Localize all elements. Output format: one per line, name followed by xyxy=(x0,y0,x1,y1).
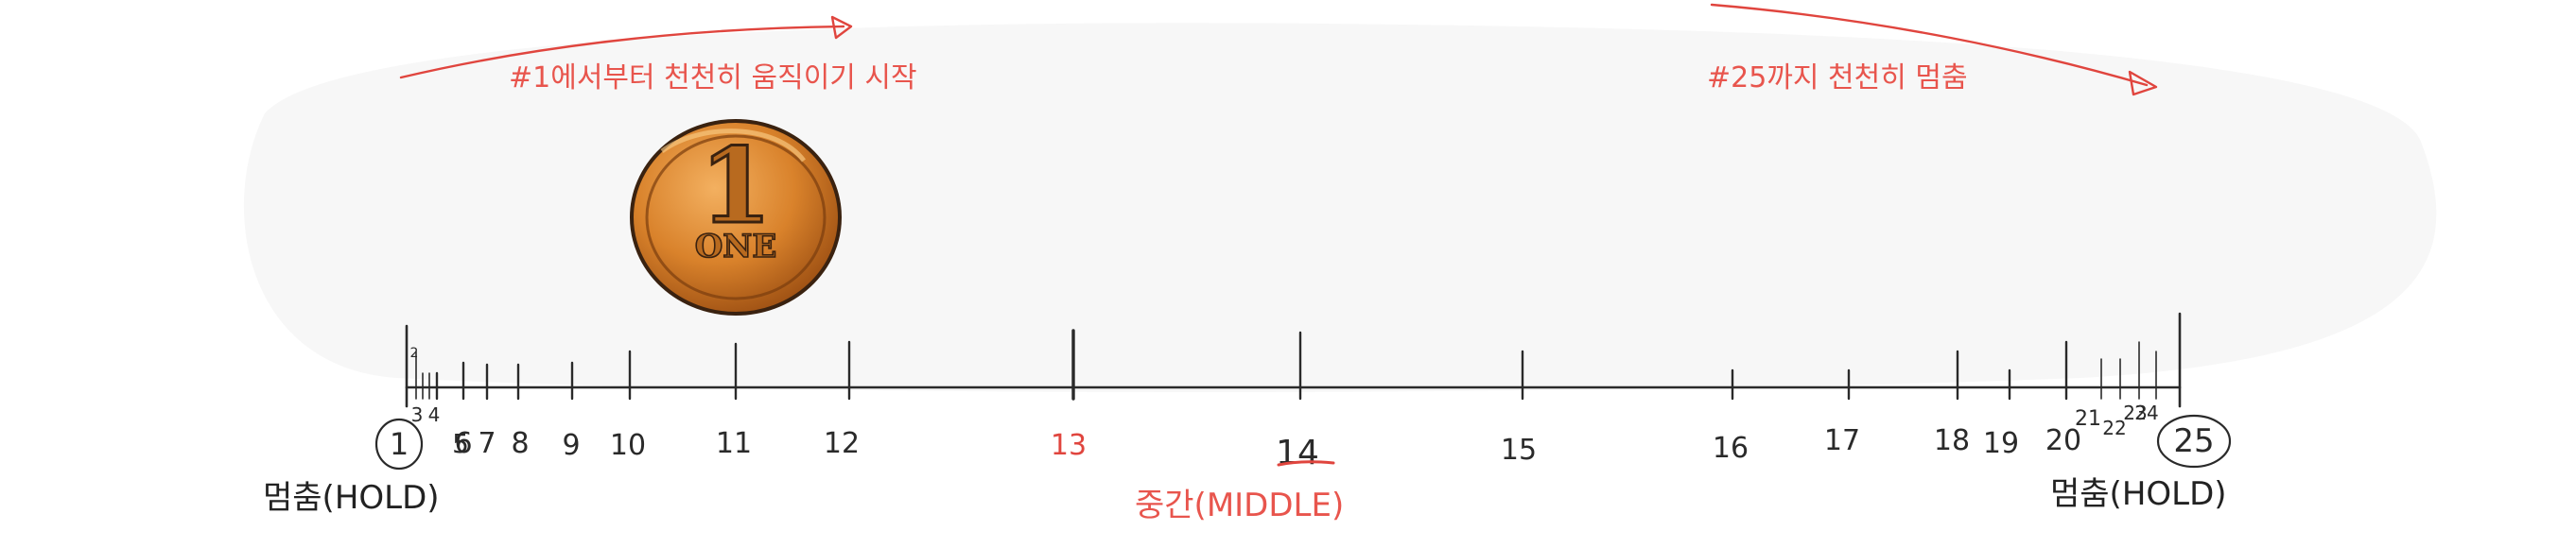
frame-label-14: 14 xyxy=(1276,434,1319,472)
coin-word: ONE xyxy=(695,228,777,265)
frame-label-12: 12 xyxy=(824,427,860,460)
frame-label-1: 1 xyxy=(390,426,409,462)
coin-icon: 1 ONE xyxy=(630,119,842,316)
frame-label-19: 19 xyxy=(1983,427,2019,460)
hold-label-right: 멈춤(HOLD) xyxy=(2050,475,2227,513)
frame-label-17: 17 xyxy=(1824,424,1860,457)
middle-label: 중간(MIDDLE) xyxy=(1135,487,1344,524)
frame-label-22: 22 xyxy=(2102,417,2126,439)
frame-label-20: 20 xyxy=(2045,424,2081,457)
frame-label-25: 25 xyxy=(2173,422,2214,460)
middle-underline xyxy=(1277,460,1335,467)
coin-numeral: 1 xyxy=(700,125,773,247)
frame-label-15: 15 xyxy=(1501,434,1537,467)
hold-circle-end xyxy=(2156,414,2232,469)
timeline-ticks xyxy=(415,329,2157,401)
frame-label-8: 8 xyxy=(511,427,529,460)
ease-out-arrow xyxy=(1710,3,2158,96)
frame-label-4: 4 xyxy=(428,403,441,426)
end-note: #25까지 천천히 멈춤 xyxy=(1707,61,1968,94)
frame-label-16: 16 xyxy=(1713,432,1749,465)
frame-label-5: 5 xyxy=(452,428,469,459)
frame-label-23: 23 xyxy=(2123,402,2147,424)
frame-label-3: 3 xyxy=(411,403,424,426)
start-note: #1에서부터 천천히 움직이기 시작 xyxy=(509,61,917,94)
frame-label-6: 6 xyxy=(454,427,472,460)
frame-label-24: 24 xyxy=(2134,402,2158,424)
frame-label-10: 10 xyxy=(610,429,646,462)
frame-label-13: 13 xyxy=(1051,429,1087,462)
frame-label-11: 11 xyxy=(716,427,752,460)
frame-label-7: 7 xyxy=(478,427,496,460)
frame-label-21: 21 xyxy=(2075,407,2101,431)
ease-in-arrow xyxy=(399,15,853,79)
frame-label-2: 2 xyxy=(410,346,419,361)
hold-circle-start xyxy=(374,418,424,471)
frame-label-9: 9 xyxy=(562,429,580,462)
frame-label-18: 18 xyxy=(1934,424,1970,457)
hold-label-left: 멈춤(HOLD) xyxy=(263,479,440,517)
